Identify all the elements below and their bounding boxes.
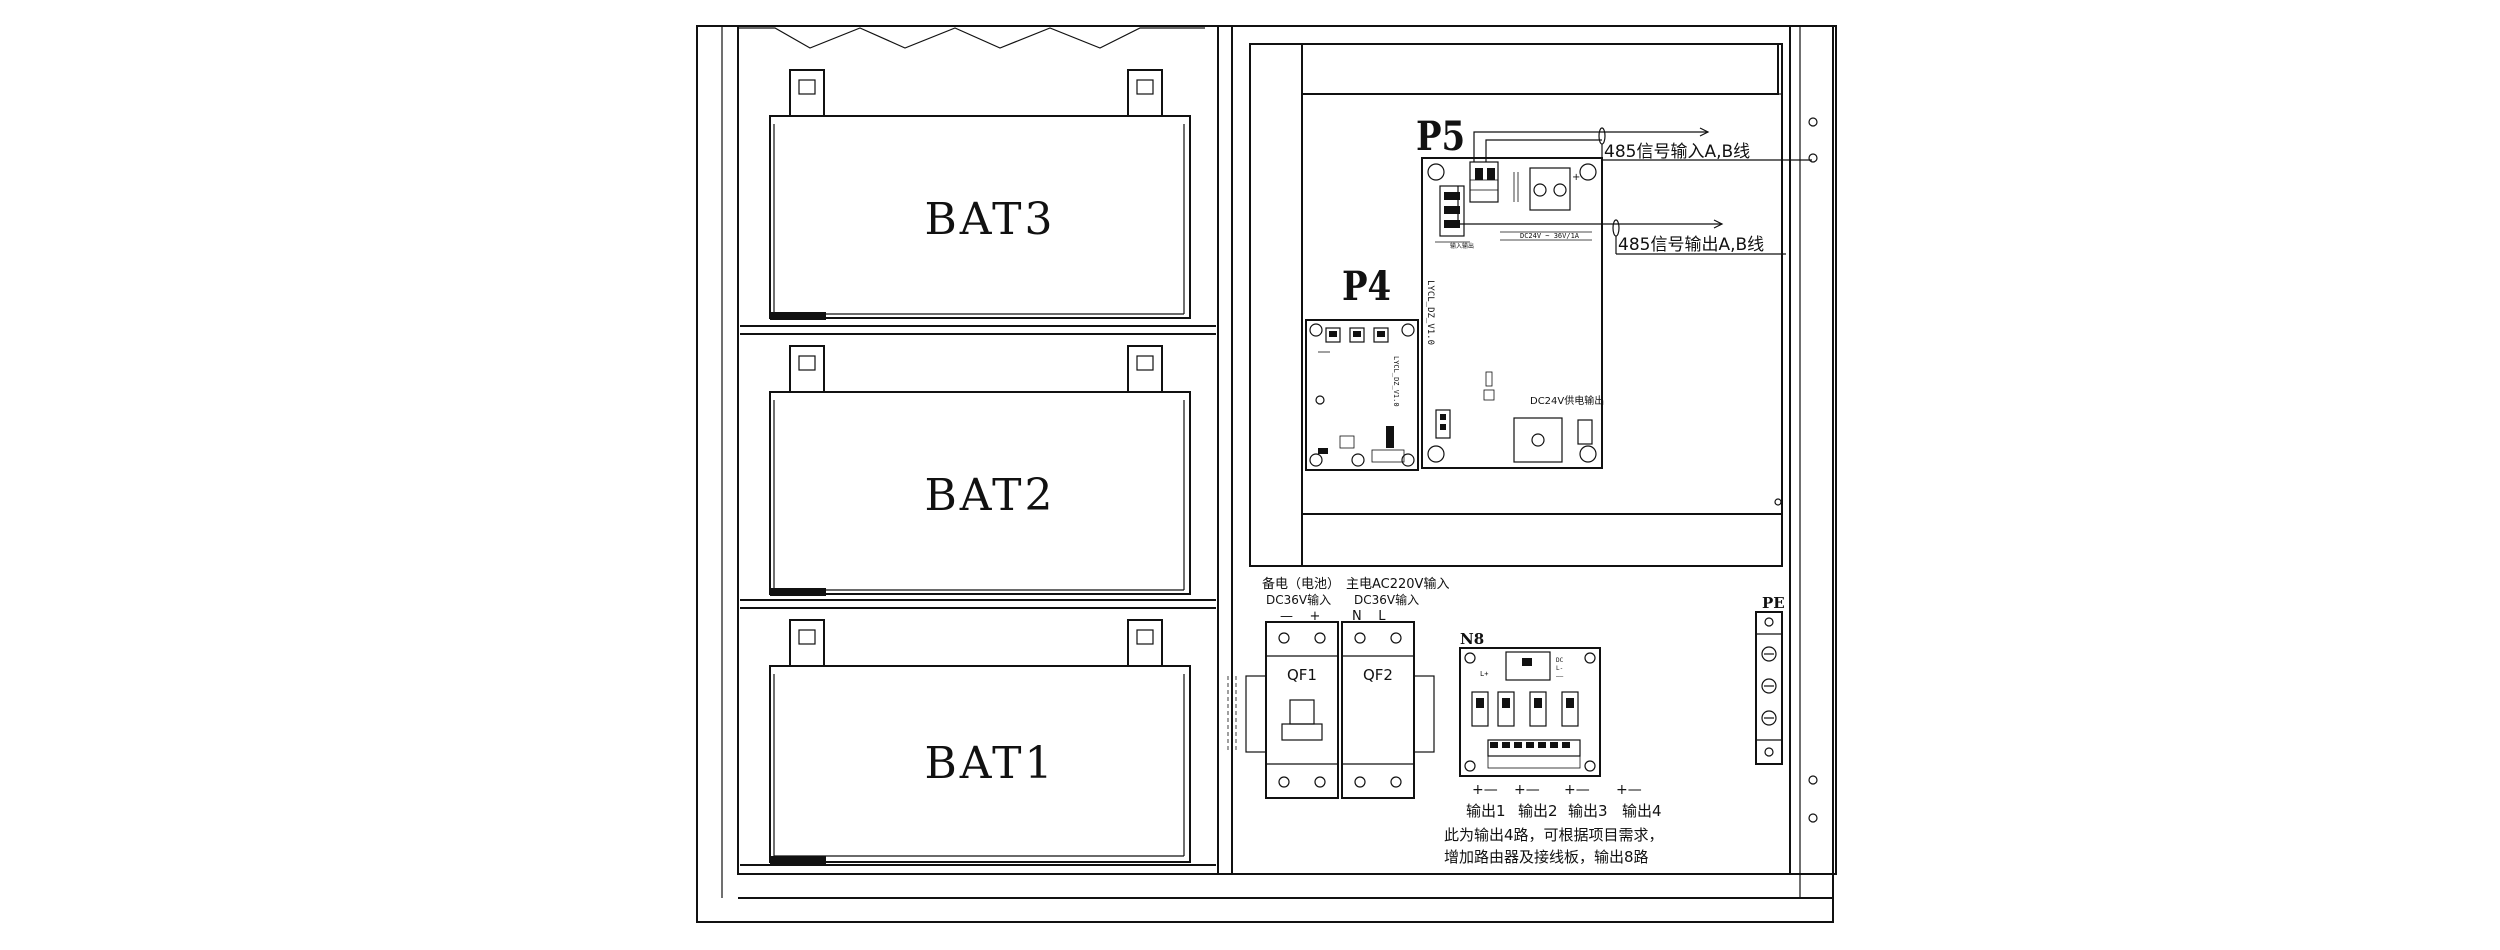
output-label: 输出4 <box>1622 802 1662 820</box>
output-board-tag: N8 <box>1460 630 1484 648</box>
svg-text:+: + <box>1572 172 1580 183</box>
note-line-2: 增加路由器及接线板，输出8路 <box>1444 848 1649 866</box>
board-p4: P4 LYCL_DZ_V1.0 <box>1305 262 1419 471</box>
breaker-label: QF2 <box>1363 666 1393 684</box>
breaker-labels: 备电（电池） DC36V输入 — + 主电AC220V输入 DC36V输入 N … <box>1262 576 1449 624</box>
signal-input-wire: 485信号输入A,B线 <box>1473 127 1812 162</box>
board-label: P4 <box>1342 262 1391 309</box>
cabinet-frame <box>696 25 1837 923</box>
svg-text:L-: L- <box>1556 665 1563 672</box>
signal-output-wire: 485信号输出A,B线 <box>1457 186 1786 255</box>
backup-caption: 备电（电池） <box>1262 576 1340 592</box>
backup-polarity: — + <box>1280 609 1320 624</box>
svg-text:LYCL_DZ_V1.0: LYCL_DZ_V1.0 <box>1425 280 1435 345</box>
board-label: P5 <box>1416 112 1465 159</box>
signal-input-label: 485信号输入A,B线 <box>1604 142 1750 162</box>
breaker-qf1: QF1 <box>1265 621 1339 799</box>
pe-terminal: PE <box>1755 594 1785 765</box>
signal-output-label: 485信号输出A,B线 <box>1618 235 1764 255</box>
hinge-dot <box>1808 775 1818 785</box>
svg-text:——: —— <box>1556 673 1564 680</box>
battery-label: BAT3 <box>924 194 1055 245</box>
breaker-qf2: QF2 <box>1341 621 1415 799</box>
board-vertical-text: LYCL_DZ_V1.0 <box>1392 356 1400 407</box>
output-label: 输出2 <box>1518 802 1558 820</box>
svg-text:DC: DC <box>1556 657 1564 664</box>
main-polarity: N L <box>1352 609 1386 624</box>
main-sub: DC36V输入 <box>1354 592 1419 607</box>
battery-bat2: BAT2 <box>769 345 1191 596</box>
svg-text:L+: L+ <box>1480 670 1488 678</box>
output-label: 输出1 <box>1466 802 1506 820</box>
breaker-label: QF1 <box>1287 666 1317 684</box>
din-rail-clips <box>1227 675 1435 753</box>
main-caption: 主电AC220V输入 <box>1346 576 1449 592</box>
output-polarity: +— <box>1564 782 1590 798</box>
svg-text:DC24V ~ 36V/1A: DC24V ~ 36V/1A <box>1520 232 1580 240</box>
battery-bat1: BAT1 <box>769 619 1191 864</box>
mounting-plate <box>1249 43 1783 567</box>
output-polarity: +— <box>1616 782 1642 798</box>
output-polarities: +— +— +— +— 输出1 输出2 输出3 输出4 <box>1466 782 1662 820</box>
output-polarity: +— <box>1514 782 1540 798</box>
hinge-dot <box>1808 153 1818 163</box>
note-line-1: 此为输出4路，可根据项目需求， <box>1444 826 1664 844</box>
battery-label: BAT2 <box>924 470 1055 521</box>
battery-label: BAT1 <box>924 738 1055 789</box>
output-board: N8 DC L- —— L+ <box>1459 630 1601 777</box>
board-text: DC24V供电输出 <box>1530 394 1604 407</box>
backup-sub: DC36V输入 <box>1266 592 1331 607</box>
battery-compartment <box>740 325 1216 866</box>
hinge-dot <box>1808 117 1818 127</box>
svg-text:输入输出: 输入输出 <box>1450 242 1474 250</box>
battery-bat3: BAT3 <box>769 69 1191 320</box>
pe-label: PE <box>1762 594 1785 612</box>
board-p5: P5 + DC24V ~ 36V/1A 输入输出 LYCL_DZ_V1.0 DC… <box>1416 112 1604 469</box>
hinge-dot <box>1808 813 1818 823</box>
output-polarity: +— <box>1472 782 1498 798</box>
note: 此为输出4路，可根据项目需求， 增加路由器及接线板，输出8路 <box>1444 826 1664 866</box>
output-label: 输出3 <box>1568 802 1608 820</box>
